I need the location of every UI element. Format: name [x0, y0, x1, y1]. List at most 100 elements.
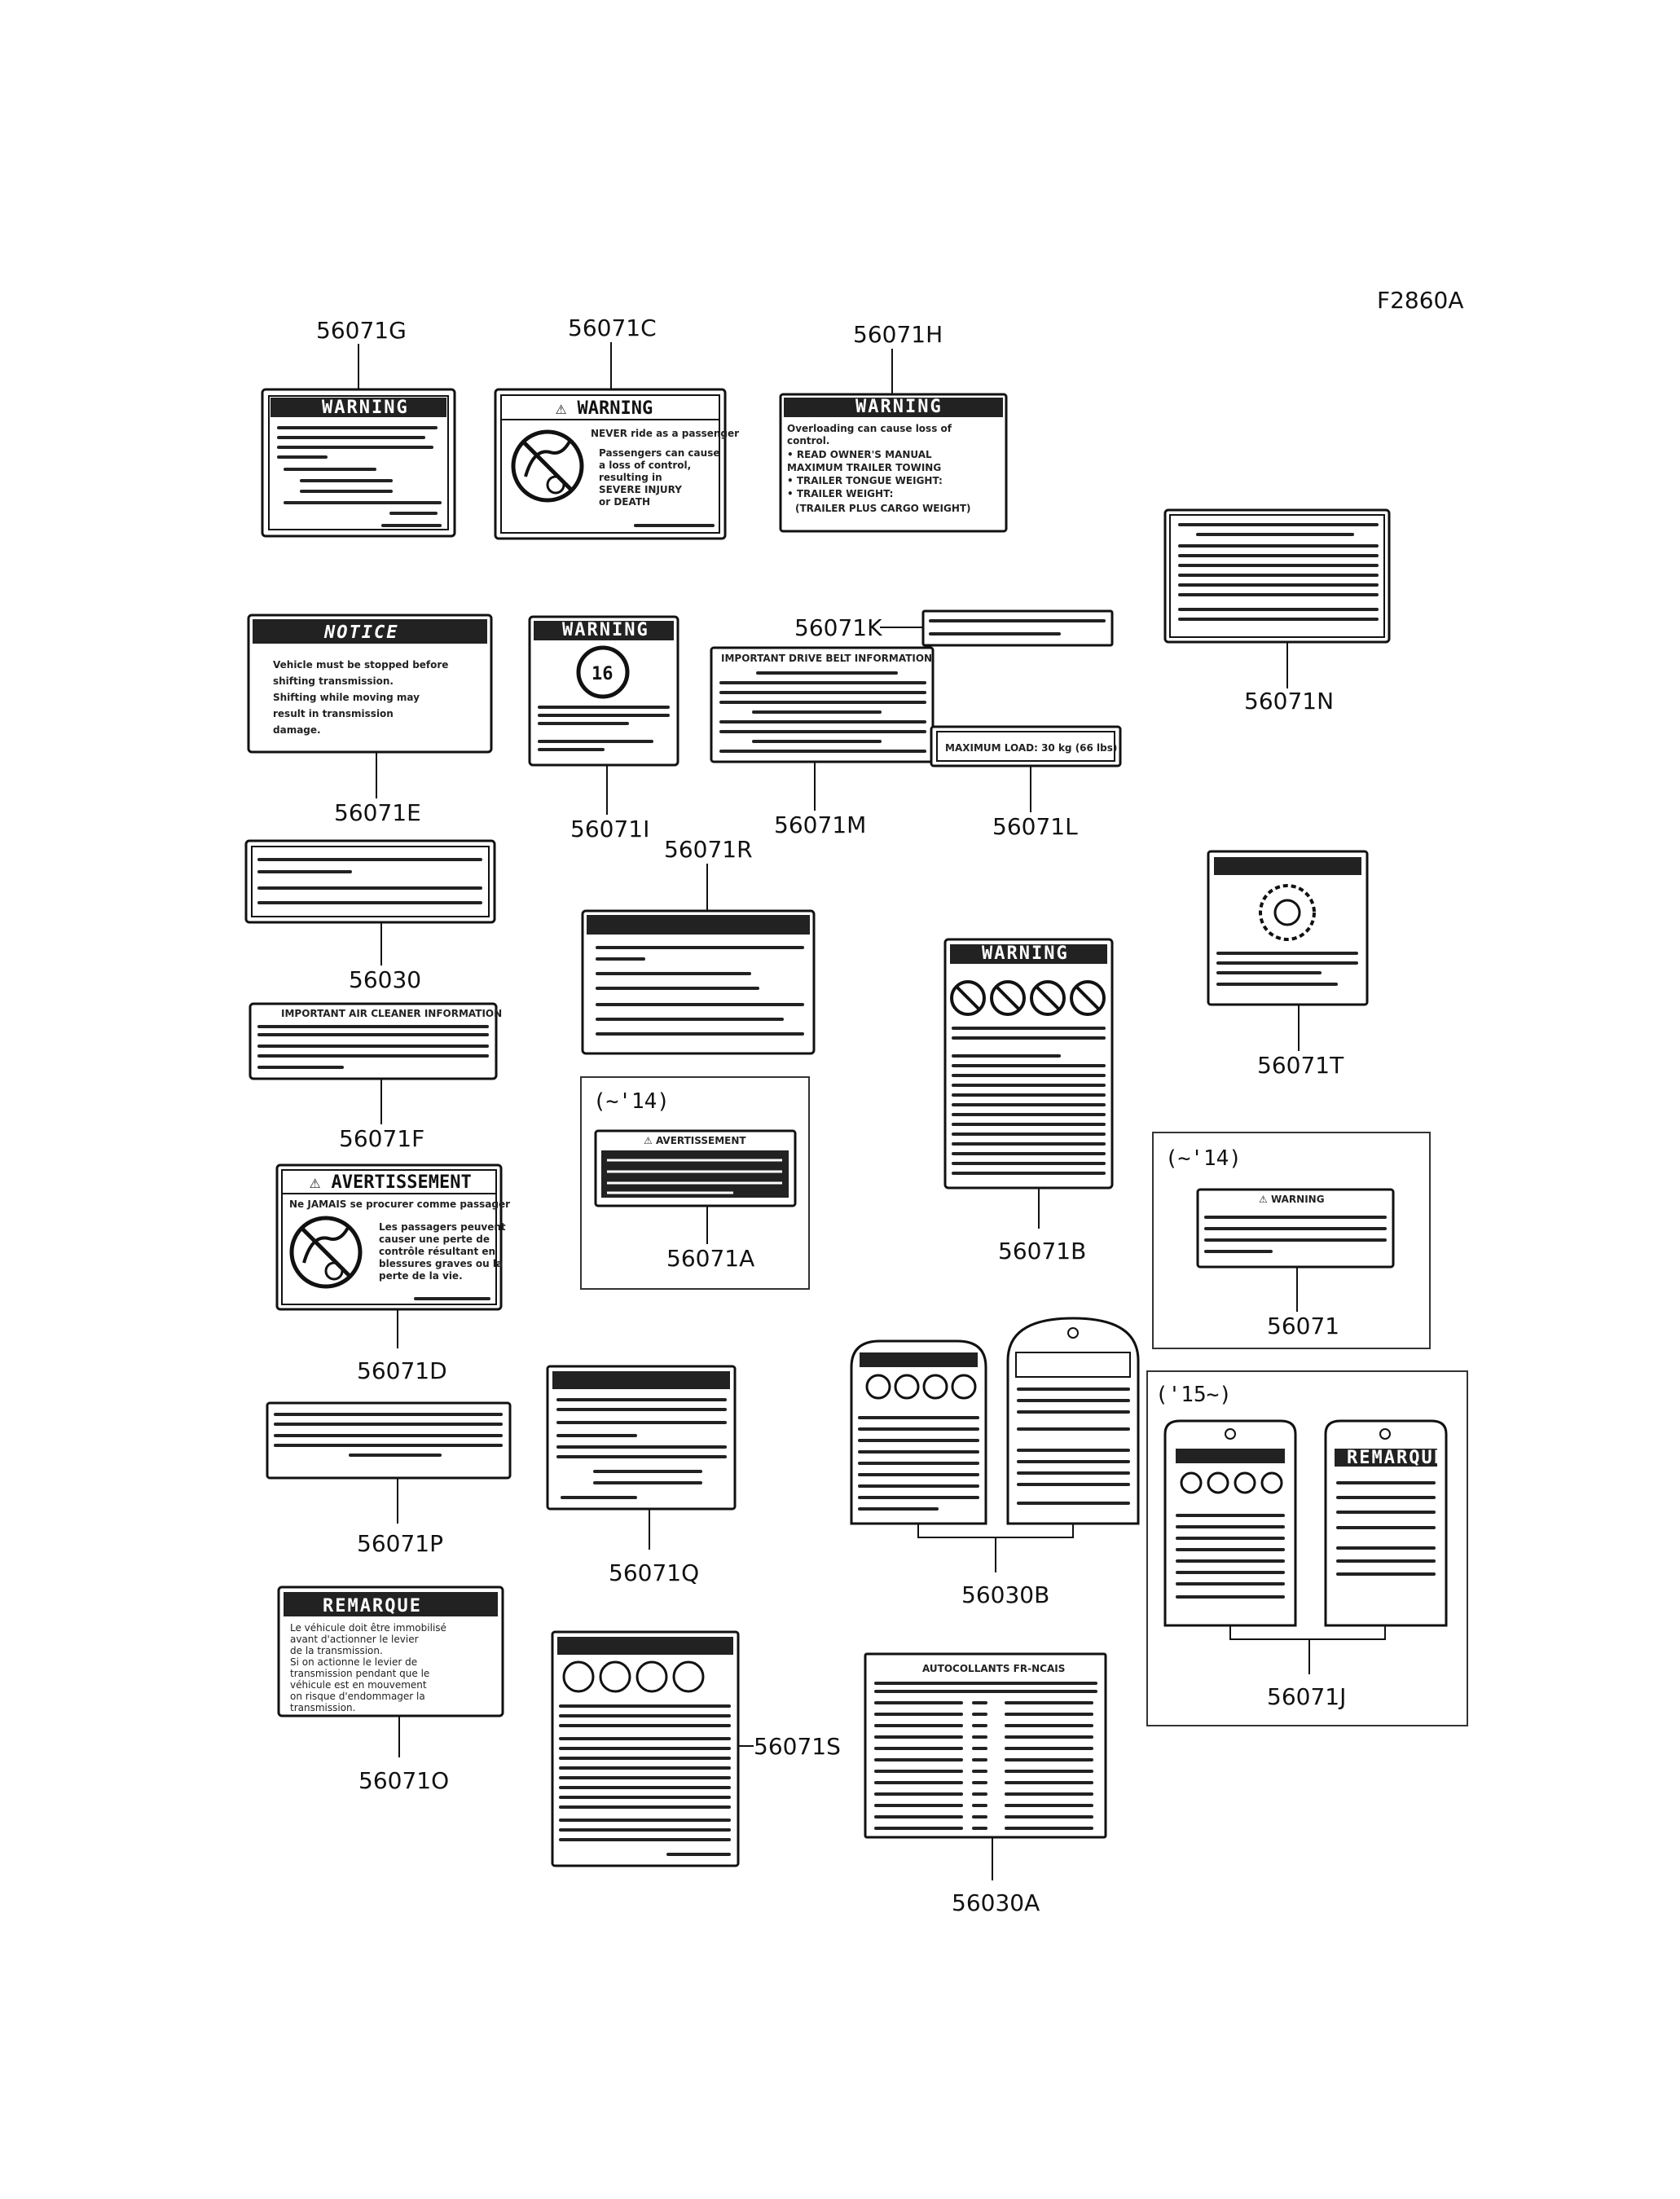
- decal-56071N[interactable]: 56071N: [1163, 508, 1391, 715]
- text-56071C-5: SEVERE INJURY: [599, 484, 682, 495]
- no-passenger-icon: [511, 429, 584, 503]
- part-number-56071F: 56071F: [339, 1125, 424, 1152]
- decal-56071E[interactable]: NOTICE Vehicle must be stopped before sh…: [247, 614, 493, 826]
- part-number-56030: 56030: [349, 966, 421, 993]
- text-56071E-2: shifting transmission.: [273, 675, 394, 687]
- heading-56030A: AUTOCOLLANTS FR-NCAIS: [922, 1663, 1065, 1674]
- part-number-56030B: 56030B: [961, 1581, 1049, 1608]
- part-number-56071J: 56071J: [1267, 1683, 1346, 1710]
- decal-56071L[interactable]: MAXIMUM LOAD: 30 kg (66 lbs) 56071L: [930, 725, 1122, 840]
- decal-56071[interactable]: (~'14) ⚠ WARNING 56071: [1152, 1132, 1431, 1349]
- warning-heading-56071G: WARNING: [322, 398, 409, 418]
- text-56071H-2: control.: [787, 435, 829, 446]
- decal-56071K[interactable]: 56071K: [794, 609, 1114, 647]
- text-56071E-3: Shifting while moving may: [273, 692, 420, 703]
- warning-heading-56071H: WARNING: [855, 397, 943, 417]
- decal-56071M[interactable]: IMPORTANT DRIVE BELT INFORMATION 56071M: [710, 646, 935, 838]
- heading-56071D: ⚠ AVERTISSEMENT: [310, 1172, 472, 1193]
- text-56071C-1: NEVER ride as a passenger: [591, 428, 739, 439]
- decal-56030B[interactable]: 56030B: [850, 1317, 1140, 1608]
- text-56071D-3: causer une perte de: [379, 1234, 490, 1245]
- part-number-56071Q: 56071Q: [609, 1559, 699, 1586]
- decal-56071Q[interactable]: 56071Q: [546, 1365, 737, 1586]
- decal-56071O[interactable]: REMARQUE Le véhicule doit être immobilis…: [277, 1585, 504, 1794]
- decal-56071A[interactable]: (~'14) ⚠ AVERTISSEMENT 56071A: [580, 1076, 810, 1290]
- decal-56071H[interactable]: 56071H WARNING Overloading can cause los…: [779, 321, 1008, 533]
- range-56071J: ('15~): [1155, 1383, 1232, 1407]
- decal-56071F[interactable]: IMPORTANT AIR CLEANER INFORMATION 56071F: [248, 1002, 502, 1152]
- decal-56071C[interactable]: 56071C ⚠ WARNING NEVER ride as a passeng…: [494, 314, 739, 540]
- decal-56030[interactable]: 56030: [244, 839, 496, 993]
- heading-56071A: ⚠ AVERTISSEMENT: [644, 1135, 746, 1146]
- age-badge-text: 16: [592, 664, 614, 684]
- tag-56071S-icons: [562, 1660, 705, 1693]
- heading-56071M: IMPORTANT DRIVE BELT INFORMATION: [721, 653, 932, 664]
- part-number-56071H: 56071H: [853, 321, 943, 348]
- text-56071O-7: on risque d'endommager la: [290, 1691, 425, 1702]
- part-number-56071R: 56071R: [664, 836, 753, 863]
- text-block-56071B: [952, 1027, 1106, 1175]
- figure-code: F2860A: [1377, 287, 1464, 314]
- notice-heading-56071E: NOTICE: [323, 622, 398, 643]
- text-block-56071S: [559, 1704, 731, 1856]
- text-block-56071Q: [556, 1398, 727, 1499]
- range-56071A: (~'14): [593, 1089, 670, 1114]
- text-56071E-5: damage.: [273, 724, 321, 736]
- heading-56071J-right: REMARQUE: [1347, 1448, 1446, 1468]
- decal-56071P[interactable]: 56071P: [266, 1401, 512, 1557]
- age-16-icon: 16: [576, 645, 630, 699]
- part-number-56071M: 56071M: [774, 811, 866, 838]
- code-table-56030A: [874, 1682, 1097, 1830]
- decal-56071B[interactable]: WARNING 56: [943, 938, 1114, 1264]
- no-passenger-icon-fr: [289, 1216, 363, 1289]
- decal-56071S[interactable]: 56071S: [551, 1630, 841, 1867]
- text-56071O-6: véhicule est en mouvement: [290, 1679, 427, 1691]
- decal-56071G[interactable]: 56071G WARNING: [261, 317, 456, 538]
- text-56071H-6: • TRAILER WEIGHT:: [787, 488, 893, 499]
- part-number-56071E: 56071E: [334, 799, 421, 826]
- text-56071D-5: blessures graves ou la: [379, 1258, 503, 1269]
- emblem-icon: [1259, 884, 1316, 941]
- text-56071O-1: Le véhicule doit être immobilisé: [290, 1622, 446, 1634]
- decal-56071J[interactable]: ('15~) REMARQUE 56071J: [1146, 1370, 1468, 1726]
- decal-56071I[interactable]: WARNING 16 56071I: [528, 615, 679, 842]
- text-56071O-5: transmission pendant que le: [290, 1668, 429, 1679]
- text-56071H-1: Overloading can cause loss of: [787, 423, 952, 434]
- text-56071E-4: result in transmission: [273, 708, 394, 719]
- warning-heading-56071C: ⚠ WARNING: [556, 398, 653, 419]
- warning-heading-56071B: WARNING: [982, 943, 1069, 964]
- part-number-56071C: 56071C: [568, 314, 657, 341]
- part-number-56071O: 56071O: [358, 1767, 449, 1794]
- part-number-56071P: 56071P: [357, 1530, 443, 1557]
- warning-heading-56071I: WARNING: [562, 620, 649, 640]
- text-56071O-4: Si on actionne le levier de: [290, 1656, 417, 1668]
- text-56071D-4: contrôle résultant en: [379, 1246, 495, 1257]
- decal-56071T[interactable]: 56071T: [1207, 850, 1369, 1079]
- tag-left-icons: [865, 1374, 977, 1400]
- part-number-56071T: 56071T: [1257, 1052, 1344, 1079]
- heading-56071F: IMPORTANT AIR CLEANER INFORMATION: [281, 1008, 502, 1019]
- decal-56071R[interactable]: 56071R: [581, 836, 816, 1055]
- text-56071C-3: a loss of control,: [599, 460, 691, 471]
- text-block-56071G: [277, 426, 442, 527]
- part-number-56030A: 56030A: [952, 1889, 1040, 1916]
- prohibition-icons: [950, 980, 1106, 1016]
- text-56071O-2: avant d'actionner le levier: [290, 1634, 419, 1645]
- text-56071O-3: de la transmission.: [290, 1645, 383, 1656]
- text-56071C-4: resulting in: [599, 472, 662, 483]
- part-number-56071A: 56071A: [666, 1245, 754, 1272]
- text-56071D-1: Ne JAMAIS se procurer comme passager: [289, 1198, 510, 1210]
- part-number-56071D: 56071D: [357, 1357, 447, 1384]
- text-56071D-6: perte de la vie.: [379, 1270, 463, 1282]
- text-56071E-1: Vehicle must be stopped before: [273, 659, 448, 671]
- max-load-text-56071L: MAXIMUM LOAD: 30 kg (66 lbs): [945, 742, 1117, 754]
- text-56071C-6: or DEATH: [599, 496, 650, 508]
- decal-56030A[interactable]: AUTOCOLLANTS FR-NCAIS: [864, 1652, 1107, 1916]
- part-number-56071K: 56071K: [794, 614, 882, 641]
- text-56071C-2: Passengers can cause: [599, 447, 719, 459]
- decal-56071D[interactable]: ⚠ AVERTISSEMENT Ne JAMAIS se procurer co…: [275, 1163, 510, 1384]
- text-block-56071R: [596, 946, 804, 1036]
- text-56071H-5: • TRAILER TONGUE WEIGHT:: [787, 475, 943, 486]
- heading-56071: ⚠ WARNING: [1259, 1194, 1325, 1205]
